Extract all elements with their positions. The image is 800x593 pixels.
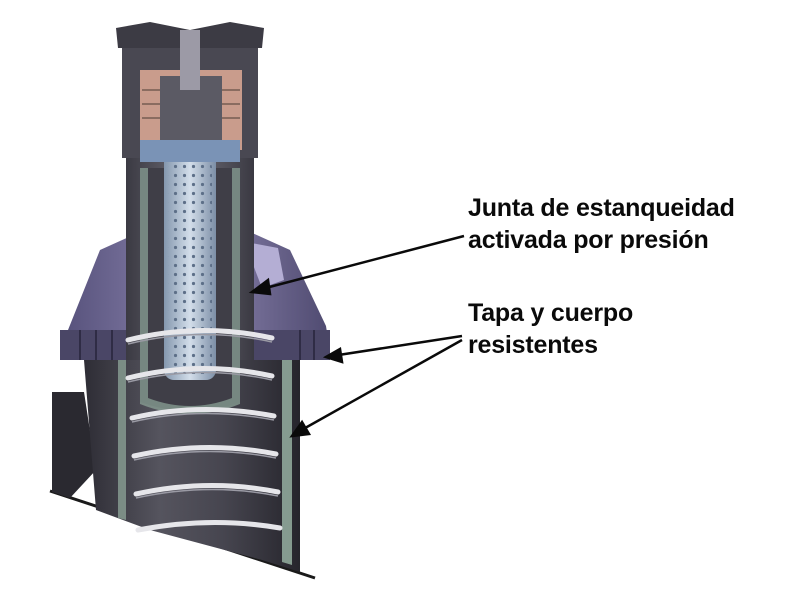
screen-filter-holes [168, 160, 212, 374]
arrow-seal-head [248, 277, 272, 296]
outer-body [52, 392, 96, 498]
inner-wall [282, 330, 292, 565]
pressure-seal [246, 242, 284, 288]
arrow-body-head [289, 419, 312, 438]
inner-wall-left [118, 340, 126, 520]
spring-shadows [127, 333, 279, 499]
callout-label-body: Tapa y cuerpo resistentes [468, 297, 633, 361]
cap-ribs [79, 330, 315, 360]
nozzle-stem [180, 30, 200, 90]
head-threads [142, 89, 240, 119]
callout-arrows [248, 234, 465, 438]
spring-coils [125, 327, 283, 533]
callout-label-seal: Junta de estanqueidad activada por presi… [468, 192, 735, 256]
arrow-body [297, 338, 463, 434]
callout-label-body-line-2: resistentes [468, 331, 598, 359]
arrow-cap [331, 334, 463, 358]
head-inner [160, 76, 222, 152]
callout-label-seal-line-1: Junta de estanqueidad [468, 194, 735, 222]
callout-label-body-line-1: Tapa y cuerpo [468, 299, 634, 327]
head-collar [140, 140, 240, 162]
callout-label-seal-line-2: activada por presión [468, 226, 709, 254]
arrow-seal [257, 234, 465, 292]
arrow-cap-head [322, 347, 344, 364]
